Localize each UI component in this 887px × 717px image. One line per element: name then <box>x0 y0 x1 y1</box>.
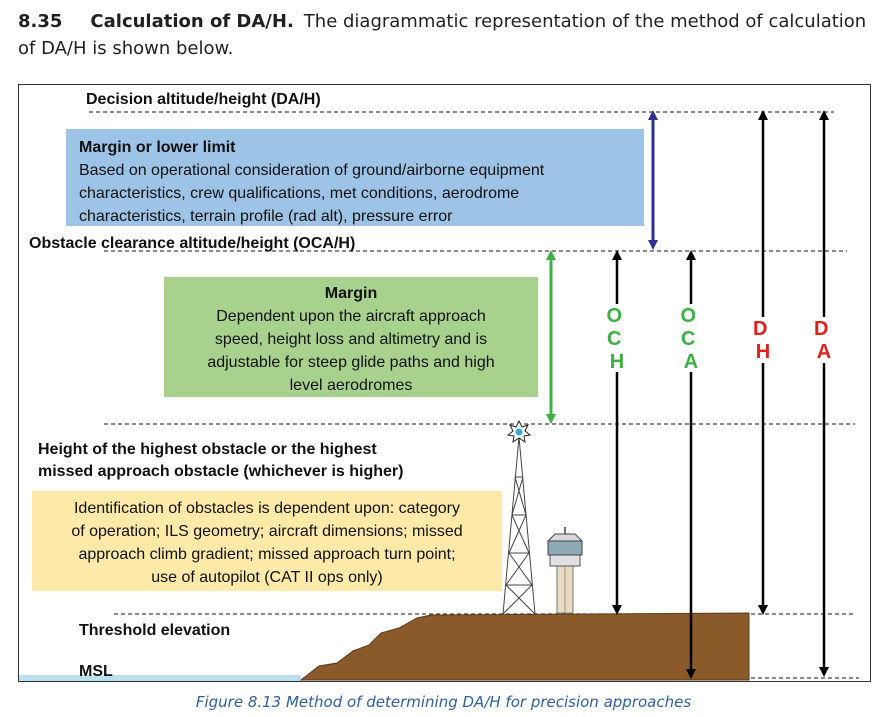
dh-label-background <box>753 317 773 363</box>
section-heading: 8.35 Calculation of DA/H.The diagrammatic… <box>18 8 878 62</box>
oca-label-background <box>681 304 701 372</box>
diagram-frame: Decision altitude/height (DA/H) Obstacle… <box>18 84 871 682</box>
highest-obstacle-label-1: Height of the highest obstacle or the hi… <box>38 441 377 458</box>
margin-line-4: level aerodromes <box>290 377 413 394</box>
beacon-light-icon <box>506 419 532 444</box>
obstacle-identification-line-1: Identification of obstacles is dependent… <box>74 500 460 517</box>
threshold-label: Threshold elevation <box>79 622 230 639</box>
margin-lower-limit-line-2: characteristics, crew qualifications, me… <box>79 185 519 202</box>
da-h-diagram: Decision altitude/height (DA/H) Obstacle… <box>19 91 859 681</box>
margin-lower-limit-title: Margin or lower limit <box>79 139 236 156</box>
section-number: 8.35 <box>18 11 63 32</box>
da-label: D A <box>814 318 834 363</box>
section-title: Calculation of DA/H. <box>90 11 294 32</box>
margin-lower-limit-line-1: Based on operational consideration of gr… <box>79 162 545 179</box>
terrain <box>299 612 750 681</box>
section-text: The diagrammatic representation of the m… <box>18 11 867 59</box>
control-tower <box>546 527 584 614</box>
obstacle-identification-box <box>32 491 502 591</box>
obstacle-identification-line-4: use of autopilot (CAT II ops only) <box>151 569 383 586</box>
och-label-background <box>607 304 627 372</box>
margin-lower-limit-box <box>66 129 644 226</box>
oca-h-label: Obstacle clearance altitude/height (OCA/… <box>29 235 355 252</box>
highest-obstacle-label-2: missed approach obstacle (whichever is h… <box>38 463 403 480</box>
margin-line-2: speed, height loss and altimetry and is <box>215 331 487 348</box>
margin-line-3: adjustable for steep glide paths and hig… <box>207 354 494 371</box>
margin-title: Margin <box>325 285 377 302</box>
dh-label: D H <box>753 318 773 363</box>
obstacle-identification-line-3: approach climb gradient; missed approach… <box>78 546 455 563</box>
obstacle-identification-line-2: of operation; ILS geometry; aircraft dim… <box>71 523 462 540</box>
och-label: O C H <box>606 305 627 373</box>
da-label-background <box>814 317 834 363</box>
figure-caption: Figure 8.13 Method of determining DA/H f… <box>195 693 692 711</box>
radio-mast <box>502 436 536 615</box>
da-h-label: Decision altitude/height (DA/H) <box>86 91 321 108</box>
oca-label: O C A <box>680 305 701 373</box>
msl-label: MSL <box>79 663 113 680</box>
margin-lower-limit-line-3: characteristics, terrain profile (rad al… <box>79 208 453 225</box>
margin-box <box>164 277 538 397</box>
margin-line-1: Dependent upon the aircraft approach <box>216 308 486 325</box>
sea-surface <box>19 675 301 681</box>
